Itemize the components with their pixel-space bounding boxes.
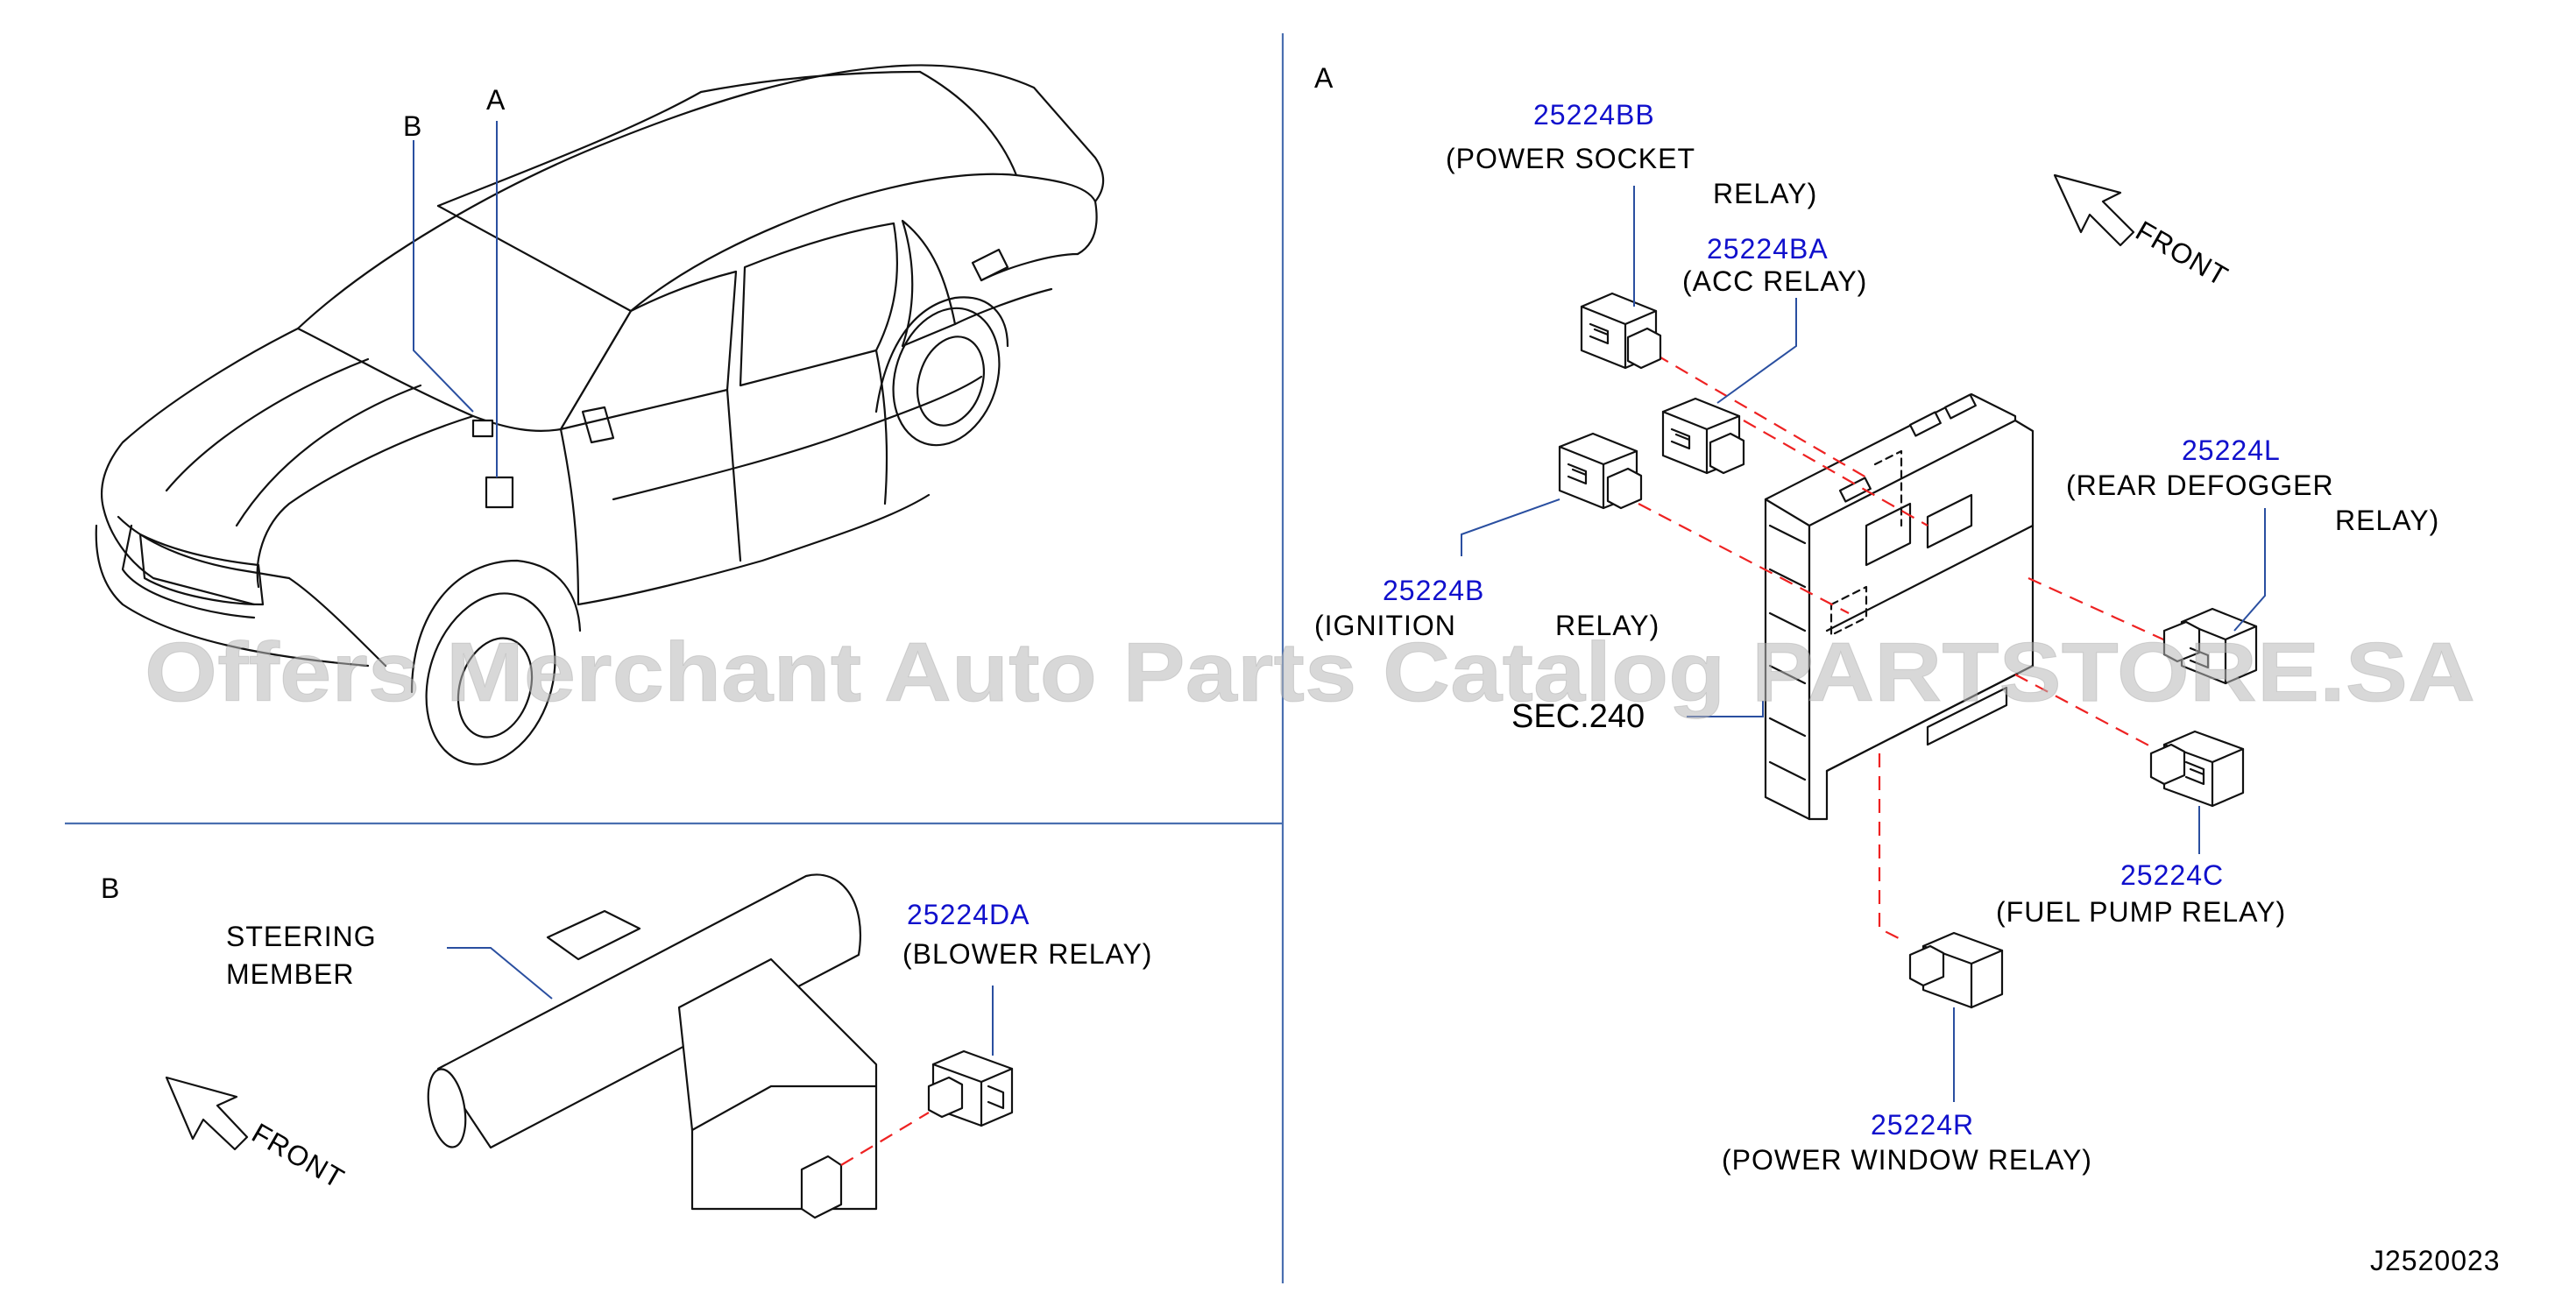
part-number-25224da: 25224DA — [907, 899, 1030, 930]
front-label-a: FRONT — [2131, 215, 2234, 293]
part-name-power-socket-2: RELAY) — [1713, 178, 1817, 209]
part-number-25224bb: 25224BB — [1533, 99, 1655, 131]
sec-240-label: SEC.240 — [1511, 698, 1645, 735]
connection-rear-defogger — [2028, 576, 2174, 646]
part-name-fuel-pump: (FUEL PUMP RELAY) — [1996, 896, 2286, 928]
part-name-power-socket-1: (POWER SOCKET — [1446, 143, 1695, 174]
car-illustration — [95, 64, 1105, 766]
relay-power-socket-illustration — [1580, 292, 1662, 370]
part-name-ignition-2: RELAY) — [1555, 610, 1660, 641]
front-label-b: FRONT — [247, 1117, 350, 1195]
relay-ignition-illustration — [1558, 432, 1643, 510]
connection-blower — [840, 1112, 930, 1166]
section-b-label: B — [101, 873, 120, 904]
connection-power-window — [1878, 753, 1907, 943]
part-number-25224l: 25224L — [2182, 435, 2281, 466]
steering-member-illustration — [427, 873, 878, 1219]
front-arrow-b: FRONT — [165, 1076, 350, 1195]
car-callout-a-label: A — [486, 84, 506, 116]
part-number-25224c: 25224C — [2120, 859, 2224, 891]
car-callout-a: A — [486, 84, 506, 477]
relay-power-window-illustration — [1908, 931, 2004, 1009]
diagram-id: J2520023 — [2370, 1245, 2501, 1276]
relay-acc-illustration — [1661, 397, 1745, 475]
relay-box — [1764, 392, 2035, 821]
connection-ignition — [1638, 503, 1850, 614]
part-number-25224ba: 25224BA — [1707, 233, 1829, 265]
part-name-acc: (ACC RELAY) — [1682, 265, 1867, 297]
car-callout-b-label: B — [403, 110, 422, 142]
watermark: Offers Merchant Auto Parts Catalog PARTS… — [145, 625, 2475, 719]
part-name-rear-defogger-2: RELAY) — [2335, 505, 2439, 536]
steering-member-label-1: STEERING — [226, 921, 377, 952]
relay-fuel-pump-illustration — [2149, 730, 2245, 808]
front-arrow-a: FRONT — [2053, 173, 2234, 293]
part-name-ignition-1: (IGNITION — [1314, 610, 1456, 641]
connection-power-socket — [1655, 354, 1867, 478]
part-name-rear-defogger-1: (REAR DEFOGGER — [2066, 470, 2334, 501]
part-number-25224b: 25224B — [1383, 575, 1484, 606]
part-number-25224r: 25224R — [1871, 1109, 1974, 1141]
section-a-label: A — [1314, 62, 1334, 94]
connection-fuel-pump — [2014, 674, 2156, 750]
part-name-power-window: (POWER WINDOW RELAY) — [1722, 1144, 2092, 1176]
connection-acc — [1743, 420, 1928, 526]
steering-member-label-2: MEMBER — [226, 958, 354, 990]
car-callout-b: B — [403, 110, 474, 413]
part-name-blower: (BLOWER RELAY) — [902, 938, 1152, 970]
relay-blower-illustration — [927, 1049, 1014, 1127]
